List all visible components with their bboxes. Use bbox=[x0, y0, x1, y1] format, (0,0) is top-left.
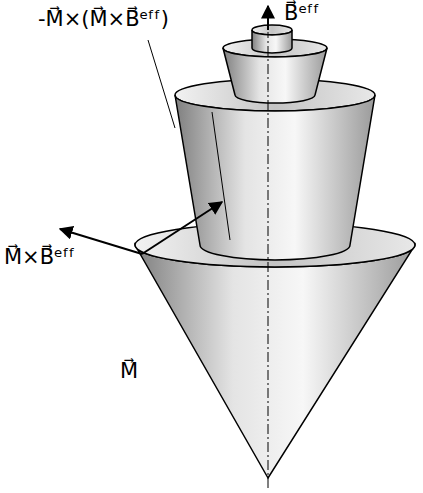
magnetization-label: M⃗ bbox=[120, 358, 138, 385]
band-surface bbox=[175, 95, 375, 260]
leader-line bbox=[148, 40, 175, 128]
band-surface bbox=[252, 30, 292, 53]
damping-label: -M⃗×(M⃗×B⃗ᵉᶠᶠ) bbox=[38, 6, 169, 33]
damping-arrow bbox=[142, 202, 222, 254]
precession-axis bbox=[268, 32, 269, 488]
cone-surface bbox=[135, 245, 415, 478]
precession-label: M⃗×B⃗ᵉᶠᶠ bbox=[4, 244, 75, 271]
field-arrow bbox=[267, 6, 269, 30]
spiral-seam bbox=[212, 112, 230, 240]
band-surface bbox=[223, 48, 327, 103]
field-label: B⃗ᵉᶠᶠ bbox=[284, 0, 320, 27]
